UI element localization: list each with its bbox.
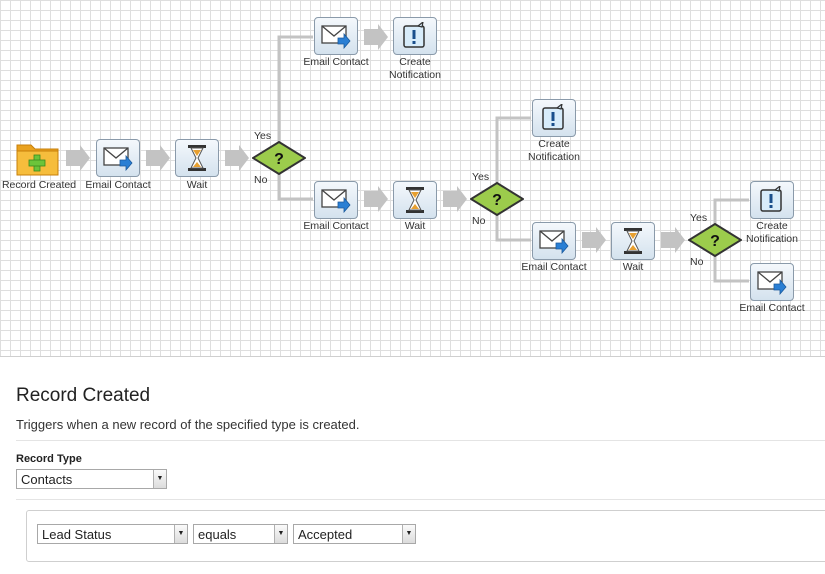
panel-description: Triggers when a new record of the specif…	[16, 417, 360, 432]
email-contact-node[interactable]	[750, 263, 794, 301]
email-contact-node[interactable]	[96, 139, 140, 177]
record-created-node[interactable]	[16, 139, 60, 177]
wait-node[interactable]	[175, 139, 219, 177]
email-send-icon	[321, 187, 351, 213]
wait-label: Wait	[622, 261, 644, 273]
svg-text:?: ?	[274, 151, 284, 168]
email-contact-label: Email Contact	[303, 220, 369, 232]
condition-field-select[interactable]: Lead Status ▼	[37, 524, 188, 544]
decision-node[interactable]: ?	[687, 222, 743, 258]
email-contact-label: Email Contact	[85, 179, 151, 191]
notification-icon	[759, 186, 785, 214]
wait-label: Wait	[404, 220, 426, 232]
decision-node[interactable]: ?	[251, 140, 307, 176]
email-contact-label: Email Contact	[521, 261, 587, 273]
email-contact-node[interactable]	[314, 181, 358, 219]
condition-value-select[interactable]: Accepted ▼	[293, 524, 416, 544]
email-contact-node[interactable]	[532, 222, 576, 260]
yes-label: Yes	[254, 130, 272, 142]
hourglass-icon	[405, 186, 425, 214]
create-notification-label: Create Notification	[528, 138, 580, 163]
svg-text:?: ?	[492, 192, 502, 209]
chevron-down-icon: ▼	[402, 525, 415, 543]
no-label: No	[254, 174, 268, 186]
hourglass-icon	[623, 227, 643, 255]
hourglass-icon	[187, 144, 207, 172]
folder-add-icon	[15, 139, 61, 177]
record-type-value: Contacts	[21, 472, 73, 487]
workflow-connectors	[66, 24, 749, 283]
record-type-label: Record Type	[16, 453, 82, 465]
wait-node[interactable]	[393, 181, 437, 219]
workflow-canvas[interactable]: Record Created Email Contact Wait	[0, 0, 825, 357]
chevron-down-icon: ▼	[274, 525, 287, 543]
decision-diamond-icon: ?	[251, 140, 307, 179]
notification-icon	[541, 104, 567, 132]
condition-box: Lead Status ▼ equals ▼ Accepted ▼	[26, 510, 825, 562]
divider	[16, 499, 825, 500]
decision-diamond-icon: ?	[469, 181, 525, 220]
email-contact-label: Email Contact	[739, 302, 805, 314]
create-notification-node[interactable]	[532, 99, 576, 137]
condition-field-value: Lead Status	[42, 527, 112, 542]
panel-title: Record Created	[16, 385, 151, 406]
email-send-icon	[539, 228, 569, 254]
create-notification-label: Create Notification	[746, 220, 798, 245]
yes-label: Yes	[690, 212, 708, 224]
email-contact-label: Email Contact	[303, 56, 369, 68]
email-send-icon	[103, 145, 133, 171]
condition-value: Accepted	[298, 527, 353, 542]
email-send-icon	[757, 269, 787, 295]
email-send-icon	[321, 23, 351, 49]
notification-icon	[402, 22, 428, 50]
wait-node[interactable]	[611, 222, 655, 260]
create-notification-node[interactable]	[393, 17, 437, 55]
chevron-down-icon: ▼	[174, 525, 187, 543]
create-notification-node[interactable]	[750, 181, 794, 219]
decision-node[interactable]: ?	[469, 181, 525, 217]
yes-label: Yes	[472, 171, 490, 183]
condition-operator-value: equals	[198, 527, 237, 542]
no-label: No	[472, 215, 486, 227]
create-notification-label: Create Notification	[389, 56, 441, 81]
no-label: No	[690, 256, 704, 268]
condition-operator-select[interactable]: equals ▼	[193, 524, 288, 544]
record-type-select[interactable]: Contacts ▼	[16, 469, 167, 489]
divider	[16, 440, 825, 441]
svg-text:?: ?	[710, 233, 720, 250]
record-created-label: Record Created	[1, 179, 77, 191]
wait-label: Wait	[186, 179, 208, 191]
chevron-down-icon: ▼	[153, 470, 166, 488]
decision-diamond-icon: ?	[687, 222, 743, 261]
email-contact-node[interactable]	[314, 17, 358, 55]
